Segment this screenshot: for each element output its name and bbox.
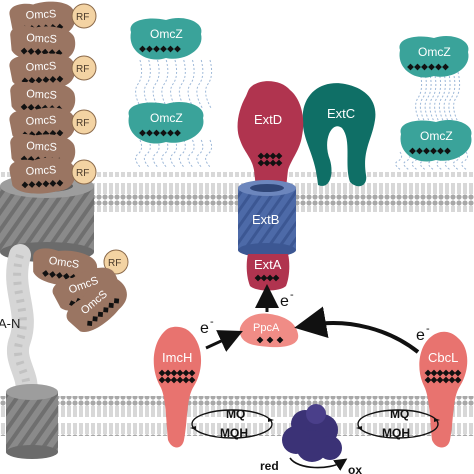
omcs-label: OmcS bbox=[26, 140, 57, 154]
svg-text:-: - bbox=[426, 323, 430, 335]
imch-label: ImcH bbox=[162, 350, 192, 365]
rf-cofactor: RF bbox=[71, 3, 97, 29]
cbcl-to-ppca-arrow bbox=[294, 306, 420, 354]
extb-label: ExtB bbox=[252, 212, 279, 227]
heme-dots bbox=[407, 63, 449, 71]
pilin-label: A-N bbox=[0, 316, 20, 331]
heme-dots bbox=[256, 336, 284, 344]
omcs-label: OmcS bbox=[48, 255, 80, 271]
heme-dots bbox=[21, 179, 64, 189]
omcz-label: OmcZ bbox=[418, 45, 451, 59]
svg-text:e: e bbox=[280, 293, 289, 310]
omcz-label: OmcZ bbox=[150, 27, 183, 41]
mq-label-right: MQ bbox=[390, 407, 409, 421]
svg-text:-: - bbox=[290, 289, 294, 301]
heme-dots bbox=[139, 129, 181, 137]
svg-text:RF: RF bbox=[76, 118, 89, 129]
extc-label: ExtC bbox=[327, 106, 355, 121]
svg-text:RF: RF bbox=[76, 12, 89, 23]
heme-dots bbox=[424, 369, 462, 377]
omcs-label: OmcS bbox=[26, 32, 57, 46]
heme-dots bbox=[254, 274, 280, 282]
exta-label: ExtA bbox=[254, 257, 282, 272]
electron-symbol: e - bbox=[280, 289, 294, 310]
rf-cofactor: RF bbox=[71, 159, 97, 185]
omcs-label: OmcS bbox=[25, 164, 56, 178]
ppca-label: PpcA bbox=[253, 322, 280, 334]
svg-text:e: e bbox=[200, 320, 209, 337]
ppca-protein: PpcA bbox=[239, 313, 299, 348]
heme-dots bbox=[424, 376, 462, 384]
omcs-unit: OmcS bbox=[9, 157, 76, 194]
red-label: red bbox=[260, 459, 279, 473]
svg-text:RF: RF bbox=[108, 258, 121, 269]
omcz-unit: OmcZ bbox=[128, 101, 204, 144]
imch-to-ppca-arrow bbox=[205, 330, 243, 352]
omcs-stack: OmcS RF OmcS OmcS RF OmcS OmcS RF OmcS OmcS RF bbox=[9, 1, 97, 194]
ox-label: ox bbox=[348, 463, 362, 474]
extd-label: ExtD bbox=[254, 112, 282, 127]
omcz-unit: OmcZ bbox=[399, 35, 469, 78]
omcs-unit: OmcS bbox=[9, 53, 76, 90]
electron-symbol-right: e - bbox=[416, 323, 430, 344]
rf-cofactor: RF bbox=[103, 249, 129, 275]
svg-text:RF: RF bbox=[76, 64, 89, 75]
heme-dots bbox=[257, 152, 283, 160]
inner-membrane-pore bbox=[6, 384, 58, 459]
cbcl-protein: CbcL bbox=[419, 331, 468, 448]
inner-membrane bbox=[0, 396, 474, 436]
extb-protein: ExtB bbox=[238, 180, 296, 257]
svg-text:-: - bbox=[210, 316, 214, 328]
omcs-unit: OmcS bbox=[10, 26, 76, 62]
heme-dots bbox=[158, 376, 196, 384]
mqh-label-right: MQH bbox=[382, 426, 410, 440]
omcs-label: OmcS bbox=[26, 88, 57, 102]
mqh-label-left: MQH bbox=[220, 426, 248, 440]
heme-dots bbox=[257, 159, 283, 167]
extd-protein: ExtD bbox=[237, 81, 304, 188]
omcz-group: OmcZ OmcZ OmcZ OmcZ bbox=[128, 17, 472, 171]
pilus-filament bbox=[6, 244, 38, 403]
mq-label-left: MQ bbox=[226, 407, 245, 421]
omcs-label: OmcS bbox=[25, 60, 56, 74]
electron-symbol-left: e - bbox=[200, 316, 214, 337]
heme-dots bbox=[158, 369, 196, 377]
svg-text:e: e bbox=[416, 327, 425, 344]
cbcl-label: CbcL bbox=[428, 350, 458, 365]
svg-text:RF: RF bbox=[76, 168, 89, 179]
quinone-pool-right: MQ MQH bbox=[356, 407, 440, 440]
omcz-unit: OmcZ bbox=[400, 119, 472, 162]
quinone-pool-left: MQ MQH bbox=[190, 407, 274, 440]
rf-cofactor: RF bbox=[71, 109, 97, 135]
exta-protein: ExtA bbox=[246, 254, 290, 291]
membrane-complex bbox=[282, 404, 342, 462]
heme-dots bbox=[87, 298, 120, 326]
heme-dots bbox=[409, 147, 451, 155]
imch-protein: ImcH bbox=[153, 326, 202, 448]
omcz-unit: OmcZ bbox=[130, 17, 202, 60]
omcs-label: OmcS bbox=[25, 8, 56, 22]
rf-cofactor: RF bbox=[71, 55, 97, 81]
extc-protein: ExtC bbox=[302, 83, 376, 187]
omcz-label: OmcZ bbox=[420, 129, 453, 143]
omcs-label: OmcS bbox=[25, 114, 56, 128]
omcz-label: OmcZ bbox=[150, 111, 183, 125]
redox-arrow bbox=[289, 457, 348, 471]
